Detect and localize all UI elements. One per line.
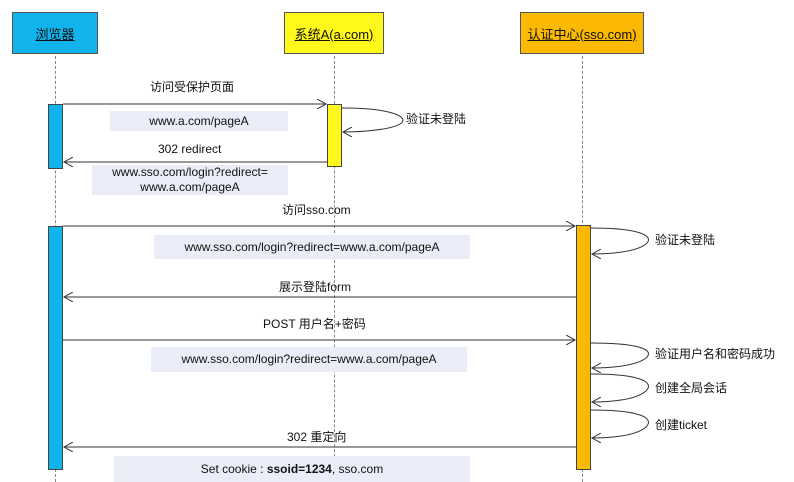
- arrow-self-sso-2: [591, 342, 649, 368]
- note-m5: www.sso.com/login?redirect=www.a.com/pag…: [151, 347, 467, 372]
- actor-browser: 浏览器: [12, 12, 98, 54]
- note-m6: Set cookie : ssoid=1234, sso.com: [114, 456, 470, 482]
- label-m1: 访问受保护页面: [150, 80, 235, 94]
- label-m2: 302 redirect: [158, 142, 222, 156]
- note-m2: www.sso.com/login?redirect= www.a.com/pa…: [92, 165, 288, 195]
- arrow-self-sso-3: [591, 373, 649, 402]
- actor-sso-label: 认证中心(sso.com): [527, 26, 637, 42]
- label-m5: POST 用户名+密码: [263, 317, 366, 331]
- label-self-sso-2: 验证用户名和密码成功: [655, 347, 776, 361]
- note-m5-text: www.sso.com/login?redirect=www.a.com/pag…: [181, 352, 437, 366]
- label-self-sso-4: 创建ticket: [655, 418, 708, 432]
- arrow-self-sso-4: [591, 409, 649, 438]
- actor-browser-label: 浏览器: [35, 26, 75, 42]
- arrow-self-system-a: [342, 107, 404, 132]
- note-m3-text: www.sso.com/login?redirect=www.a.com/pag…: [184, 239, 440, 254]
- label-self-sso-3: 创建全局会话: [655, 381, 728, 395]
- activation-system-a: [327, 104, 342, 167]
- note-m1: www.a.com/pageA: [110, 111, 288, 131]
- label-m4: 展示登陆form: [279, 280, 352, 294]
- note-m6-prefix: Set cookie :: [200, 461, 267, 476]
- arrow-self-sso-1: [591, 227, 649, 254]
- note-m3: www.sso.com/login?redirect=www.a.com/pag…: [154, 235, 470, 259]
- lifeline-system-a: [334, 56, 335, 482]
- activation-sso: [576, 225, 591, 470]
- note-m1-text: www.a.com/pageA: [149, 113, 249, 128]
- note-m2-line2: www.a.com/pageA: [140, 180, 240, 194]
- activation-browser-2: [48, 226, 63, 470]
- note-m6-bold: ssoid=1234: [266, 461, 332, 476]
- note-m6-suffix: , sso.com: [331, 461, 384, 476]
- label-m6: 302 重定向: [287, 430, 347, 444]
- actor-system-a: 系统A(a.com): [284, 12, 384, 54]
- note-m6-text: Set cookie : ssoid=1234, sso.com: [201, 462, 383, 477]
- actor-sso: 认证中心(sso.com): [520, 12, 644, 54]
- label-self-sso-1: 验证未登陆: [655, 233, 716, 247]
- activation-browser-1: [48, 104, 63, 169]
- label-self-system-a: 验证未登陆: [406, 112, 467, 126]
- actor-system-a-label: 系统A(a.com): [294, 26, 374, 42]
- label-m3: 访问sso.com: [282, 203, 351, 217]
- note-m2-line1: www.sso.com/login?redirect=: [112, 165, 268, 179]
